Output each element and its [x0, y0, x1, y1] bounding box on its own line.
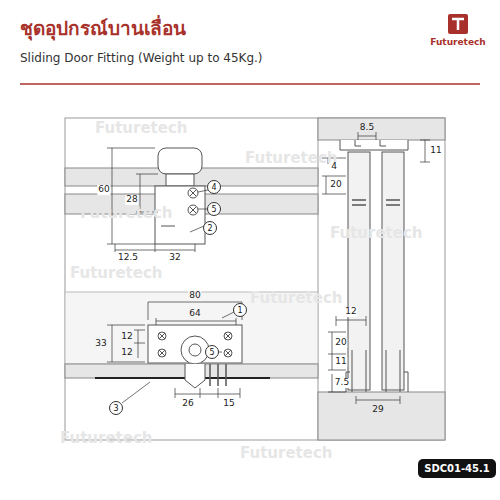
subtitle: Sliding Door Fitting (Weight up to 45Kg.… — [20, 52, 263, 65]
dimension: 11 — [334, 357, 347, 367]
section-dimension-lines — [322, 132, 430, 404]
callout-circle: 3 — [109, 401, 123, 415]
node-text: 1 — [237, 306, 242, 315]
node-text: 4 — [211, 183, 216, 192]
node-text: 2 — [207, 224, 212, 233]
node-text: SDC01-45.1 — [424, 463, 490, 474]
dimension: 60 — [97, 185, 110, 195]
node-text: 5 — [209, 348, 214, 357]
dimension: 20 — [334, 338, 347, 348]
dimension: 7.5 — [334, 378, 350, 388]
watermark: Futuretech — [250, 290, 343, 307]
dimension: 32 — [168, 253, 181, 263]
watermark: Futuretech — [95, 120, 188, 137]
node-text: 5 — [211, 205, 216, 214]
model-code-badge: SDC01-45.1 — [418, 459, 496, 478]
dimension: 80 — [188, 291, 201, 301]
front-view — [65, 148, 318, 388]
dimension: 12 — [120, 332, 133, 342]
dimension: 8.5 — [359, 123, 375, 133]
header-rule — [20, 83, 480, 85]
dimension: 29 — [371, 405, 384, 415]
dimension: 12 — [344, 307, 357, 317]
watermark: Futuretech — [70, 265, 163, 282]
watermark: Futuretech — [240, 445, 333, 462]
dimension: 33 — [94, 339, 107, 349]
callout-circle: 4 — [207, 180, 221, 194]
dimension: 28 — [125, 195, 138, 205]
dimension: 15 — [222, 399, 235, 409]
watermark: Futuretech — [60, 430, 153, 447]
callout-circle: 2 — [203, 221, 217, 235]
drawing-frame — [65, 118, 445, 440]
callout-circle: 1 — [233, 303, 247, 317]
watermark: Futuretech — [80, 205, 173, 222]
logo-cube — [448, 14, 468, 34]
node-text: 3 — [113, 404, 118, 413]
dimension: 12 — [120, 348, 133, 358]
watermark: Futuretech — [330, 225, 423, 242]
callout-circle: 5 — [207, 202, 221, 216]
page-title: ชุดอุปกรณ์บานเลื่อน — [20, 18, 186, 39]
dimension: 4 — [330, 162, 338, 172]
dimension: 64 — [188, 309, 201, 319]
brand-logo: Futuretech — [430, 38, 486, 48]
dimension: 12.5 — [117, 253, 139, 263]
section-view — [318, 118, 445, 440]
dimension: 26 — [181, 399, 194, 409]
dimension: 20 — [329, 180, 342, 190]
watermark: Futuretech — [245, 150, 338, 167]
callout-circle: 5 — [205, 345, 219, 359]
dimension: 11 — [429, 146, 442, 156]
